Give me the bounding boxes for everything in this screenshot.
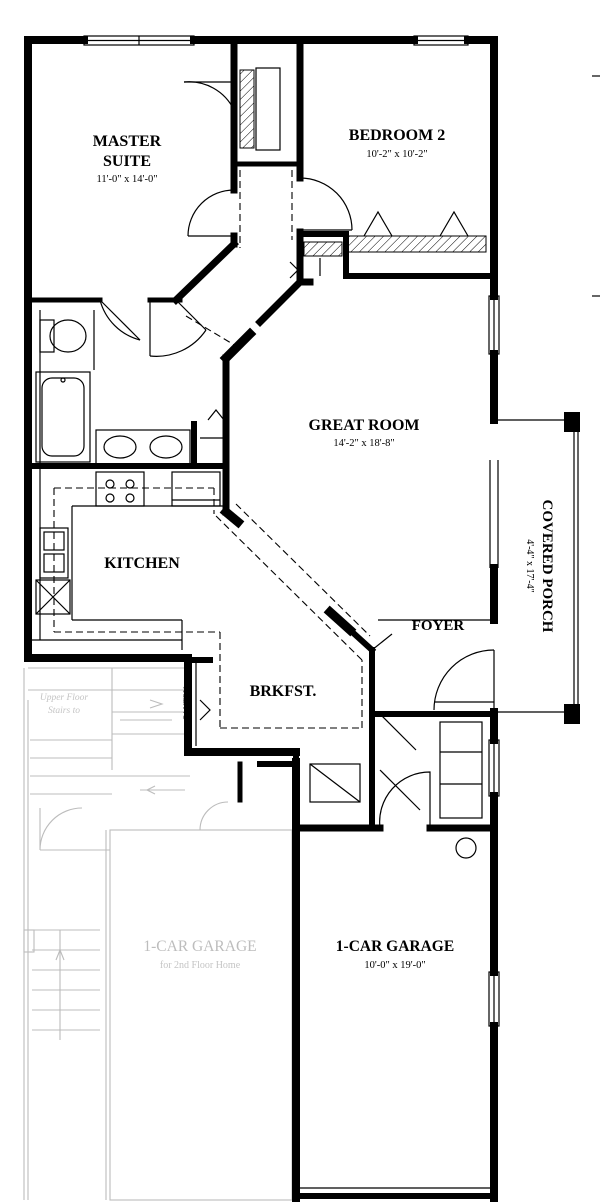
room-labels: MASTER SUITE 11'-0" x 14'-0" BEDROOM 2 1… bbox=[93, 127, 465, 971]
garage-title: 1-CAR GARAGE bbox=[336, 938, 454, 955]
master-suite-dims: 11'-0" x 14'-0" bbox=[97, 174, 158, 185]
ghost-stairs bbox=[23, 667, 190, 1200]
windows bbox=[83, 35, 500, 1027]
master-suite-title-line2: SUITE bbox=[103, 153, 151, 170]
ghost-garage-subtitle: for 2nd Floor Home bbox=[160, 960, 241, 971]
bedroom2-title: BEDROOM 2 bbox=[349, 127, 445, 144]
ghost-stairs-line2: Stairs to bbox=[48, 706, 80, 716]
kitchen-title: KITCHEN bbox=[104, 555, 180, 572]
porch-title: COVERED PORCH bbox=[539, 500, 555, 633]
exterior-walls bbox=[24, 36, 498, 1202]
bedroom2-dims: 10'-2" x 10'-2" bbox=[366, 149, 427, 160]
ghost-stairs-line1: Upper Floor bbox=[40, 693, 89, 703]
porch-dims: 4'-4" x 17'-4" bbox=[524, 539, 535, 592]
pantry-label: PANTRY bbox=[181, 687, 191, 720]
ghost-garage-title: 1-CAR GARAGE bbox=[143, 938, 256, 955]
foyer-title: FOYER bbox=[412, 618, 465, 634]
garage-dims: 10'-0" x 19'-0" bbox=[364, 960, 425, 971]
great-room-title: GREAT ROOM bbox=[309, 417, 420, 434]
brkfst-title: BRKFST. bbox=[250, 683, 317, 700]
master-suite-title-line1: MASTER bbox=[93, 133, 162, 150]
great-room-dims: 14'-2" x 18'-8" bbox=[333, 438, 394, 449]
ghost-neighbor-unit: 1-CAR GARAGE for 2nd Floor Home Upper Fl… bbox=[23, 667, 293, 1201]
covered-porch: COVERED PORCH 4'-4" x 17'-4" bbox=[489, 412, 580, 724]
interior-walls bbox=[27, 40, 497, 859]
